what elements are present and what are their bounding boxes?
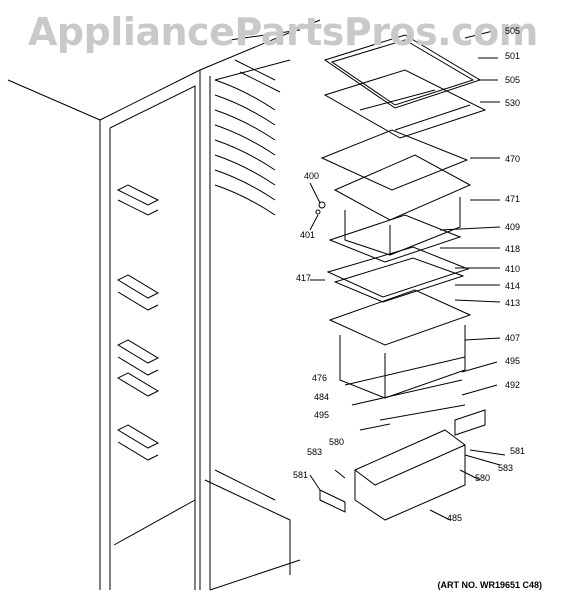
watermark: AppliancePartsPros.com <box>28 10 538 54</box>
door-shelves <box>116 184 160 461</box>
exploded-parts <box>309 29 506 521</box>
part-label-495: 495 <box>505 356 521 366</box>
part-label-505b: 505 <box>505 75 521 85</box>
part-label-583: 583 <box>307 447 323 457</box>
shelf-rails <box>214 59 281 216</box>
part-label-484: 484 <box>314 392 330 402</box>
part-label-485: 485 <box>447 513 463 523</box>
part-label-471: 471 <box>505 194 521 204</box>
part-label-413: 413 <box>505 298 521 308</box>
part-label-470: 470 <box>505 154 521 164</box>
part-label-583b: 583 <box>498 463 514 473</box>
part-label-492: 492 <box>505 380 521 390</box>
part-label-581: 581 <box>510 446 526 456</box>
part-label-580b: 580 <box>475 473 491 483</box>
part-label-581b: 581 <box>293 470 309 480</box>
part-label-530: 530 <box>505 98 521 108</box>
part-label-417: 417 <box>296 273 312 283</box>
part-label-400: 400 <box>304 171 320 181</box>
part-label-580: 580 <box>329 437 345 447</box>
part-label-501: 501 <box>505 51 521 61</box>
part-label-418: 418 <box>505 244 521 254</box>
part-label-409: 409 <box>505 222 521 232</box>
part-label-476: 476 <box>312 373 328 383</box>
art-number: (ART NO. WR19651 C48) <box>437 580 542 590</box>
part-label-407: 407 <box>505 333 521 343</box>
part-label-505: 505 <box>505 26 521 36</box>
part-label-414: 414 <box>505 281 521 291</box>
part-label-401: 401 <box>300 230 316 240</box>
part-label-495b: 495 <box>314 410 330 420</box>
refrigerator-cabinet <box>7 19 321 591</box>
part-label-410: 410 <box>505 264 521 274</box>
